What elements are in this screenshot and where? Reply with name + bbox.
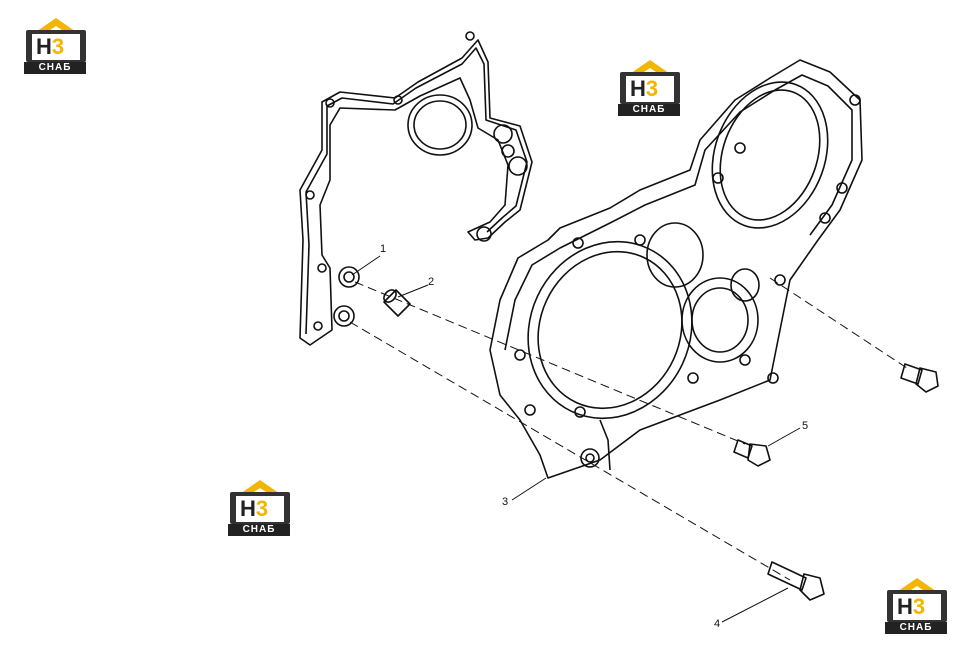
brand-logo: H3 СНАБ — [885, 576, 949, 636]
gasket — [299, 31, 533, 346]
callout-1: 1 — [380, 243, 387, 255]
assembly-lines — [349, 277, 911, 581]
bolt-5 — [733, 439, 771, 467]
callout-5: 5 — [802, 420, 809, 432]
brand-logo: H3 СНАБ — [228, 478, 292, 538]
callout-3: 3 — [502, 496, 509, 508]
brand-logo: H3 СНАБ — [24, 16, 88, 76]
bolt-right — [900, 363, 939, 393]
callout-2: 2 — [428, 276, 435, 288]
dowel-pin — [383, 289, 411, 317]
timing-cover-housing — [489, 59, 863, 479]
callout-4: 4 — [714, 618, 721, 630]
brand-logo: H3 СНАБ — [618, 58, 682, 118]
bolt-4 — [767, 561, 825, 601]
leader-lines — [351, 255, 801, 623]
seal-ring — [333, 266, 360, 327]
